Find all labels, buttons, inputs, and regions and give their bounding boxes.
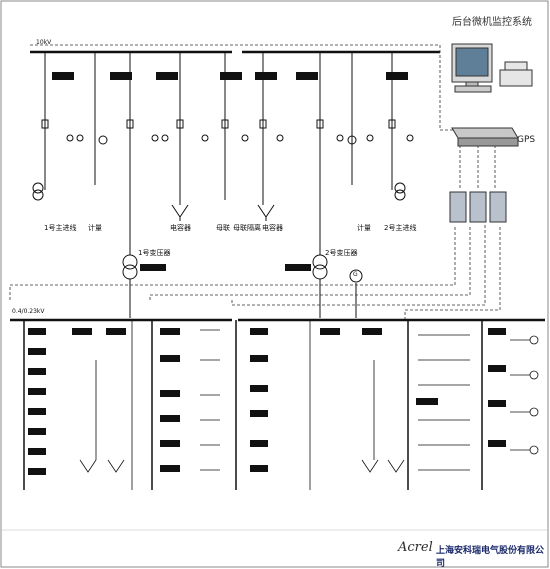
feeder-label-capacitor-1: 电容器: [170, 224, 191, 232]
printer: [499, 61, 533, 87]
gps-label: GPS: [517, 135, 536, 145]
lv-feeders: [79, 320, 539, 490]
transformer-2: [312, 220, 328, 318]
acrel-logo: Acrel: [398, 540, 433, 555]
company-name: 上海安科瑞电气股份有限公司: [436, 546, 545, 569]
monitoring-system-title: 后台微机监控系统: [452, 17, 532, 28]
feeder-label-metering-2: 计量: [357, 224, 371, 232]
lv-bus-voltage-label: 0.4/0.23kV: [12, 308, 45, 315]
feeder-label-bus-tie: 母联: [216, 224, 230, 232]
feeder-label-incoming-1: 1号主进线: [44, 224, 77, 232]
hv-meters: [52, 72, 408, 80]
lv-panel-dividers: [23, 320, 483, 490]
generator-symbol: [349, 269, 363, 318]
communication-devices: [449, 191, 507, 223]
feeder-label-capacitor-2: 电容器: [262, 224, 283, 232]
feeder-label-incoming-2: 2号主进线: [384, 224, 417, 232]
monitor-computer: [451, 43, 493, 93]
generator-label: G: [353, 271, 358, 278]
transformer-2-label: 2号变压器: [325, 249, 358, 257]
lv-meters: [28, 328, 506, 475]
transformer-1: [122, 220, 138, 318]
hv-feeders: [32, 52, 414, 221]
communication-lines: [9, 44, 501, 320]
transformer-1-label: 1号变压器: [138, 249, 171, 257]
hv-bus-voltage-label: 10kV: [36, 39, 52, 46]
feeder-label-bus-tie-isolation: 母联隔离: [233, 224, 261, 232]
network-switch: [451, 127, 519, 147]
feeder-label-metering-1: 计量: [88, 224, 102, 232]
